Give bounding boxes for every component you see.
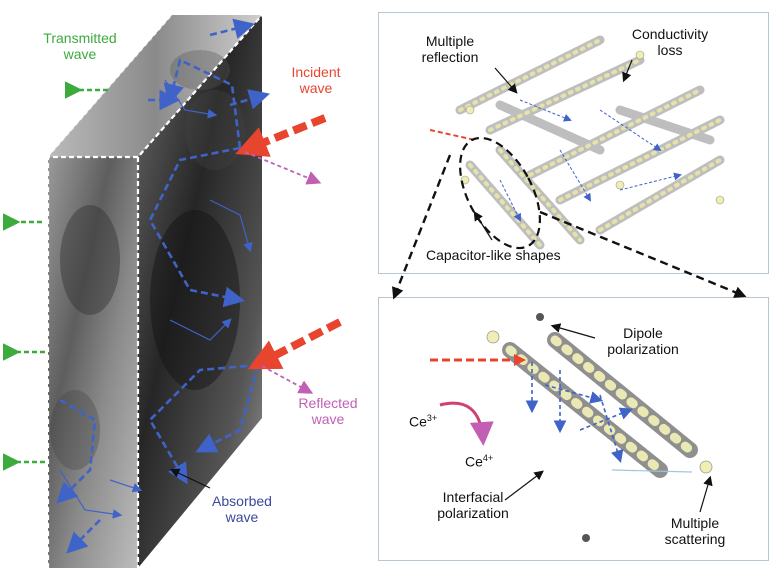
transmitted-label: Transmitted wave	[43, 30, 117, 62]
capacitor-label: Capacitor-like shapes	[426, 247, 561, 263]
interfacial-pointer	[504, 470, 544, 501]
bottom-right-panel	[378, 297, 769, 561]
internal-paths	[56, 18, 270, 554]
conductivity-loss-label: Conductivity loss	[631, 26, 709, 58]
texture	[150, 210, 240, 390]
scattering-pointer	[699, 475, 713, 513]
thin-paths	[59, 79, 253, 519]
dipole-pointer	[550, 323, 596, 339]
texture	[60, 205, 120, 315]
interfacial-polarization-label: Interfacial polarization	[437, 489, 509, 521]
slab-front-face	[48, 157, 138, 568]
redox-arc	[439, 401, 494, 446]
reflected-label: Reflected wave	[298, 395, 358, 427]
multiple-scattering-label: Multiple scattering	[664, 515, 726, 547]
slab-edge	[47, 14, 173, 158]
slab-side-face	[138, 15, 262, 568]
ce3-label: Ce3+	[409, 413, 438, 430]
slab-top-face	[48, 15, 262, 157]
graphene-network	[429, 35, 725, 250]
texture	[50, 390, 100, 470]
multiple-reflection-label: Multiple reflection	[421, 33, 479, 65]
absorbed-label: Absorbed wave	[212, 493, 272, 525]
conductivity-pointer	[622, 59, 633, 83]
incident-arrow	[247, 318, 342, 370]
ce4-label: Ce4+	[465, 453, 494, 470]
texture	[170, 50, 230, 90]
reflected-arrows	[244, 151, 322, 394]
reflection-pointer	[494, 67, 518, 94]
texture	[185, 90, 245, 170]
small-incident-arrow	[429, 129, 476, 141]
material-slab	[46, 14, 263, 568]
capacitor-ellipse	[459, 136, 541, 250]
transmitted-arrows	[2, 81, 108, 471]
capacitor-pointer	[473, 210, 493, 241]
zoom-line-left	[392, 154, 452, 300]
dipole-polarization-label: Dipole polarization	[607, 325, 679, 357]
incident-arrow	[235, 114, 327, 157]
scatter-path	[611, 469, 693, 473]
zoom-line-right	[539, 210, 747, 298]
absorbed-pointer	[169, 468, 211, 489]
incident-arrows	[235, 114, 342, 370]
incident-label: Incident wave	[291, 64, 341, 96]
slab-edge	[46, 14, 263, 568]
bilayer-zoom	[430, 313, 713, 542]
